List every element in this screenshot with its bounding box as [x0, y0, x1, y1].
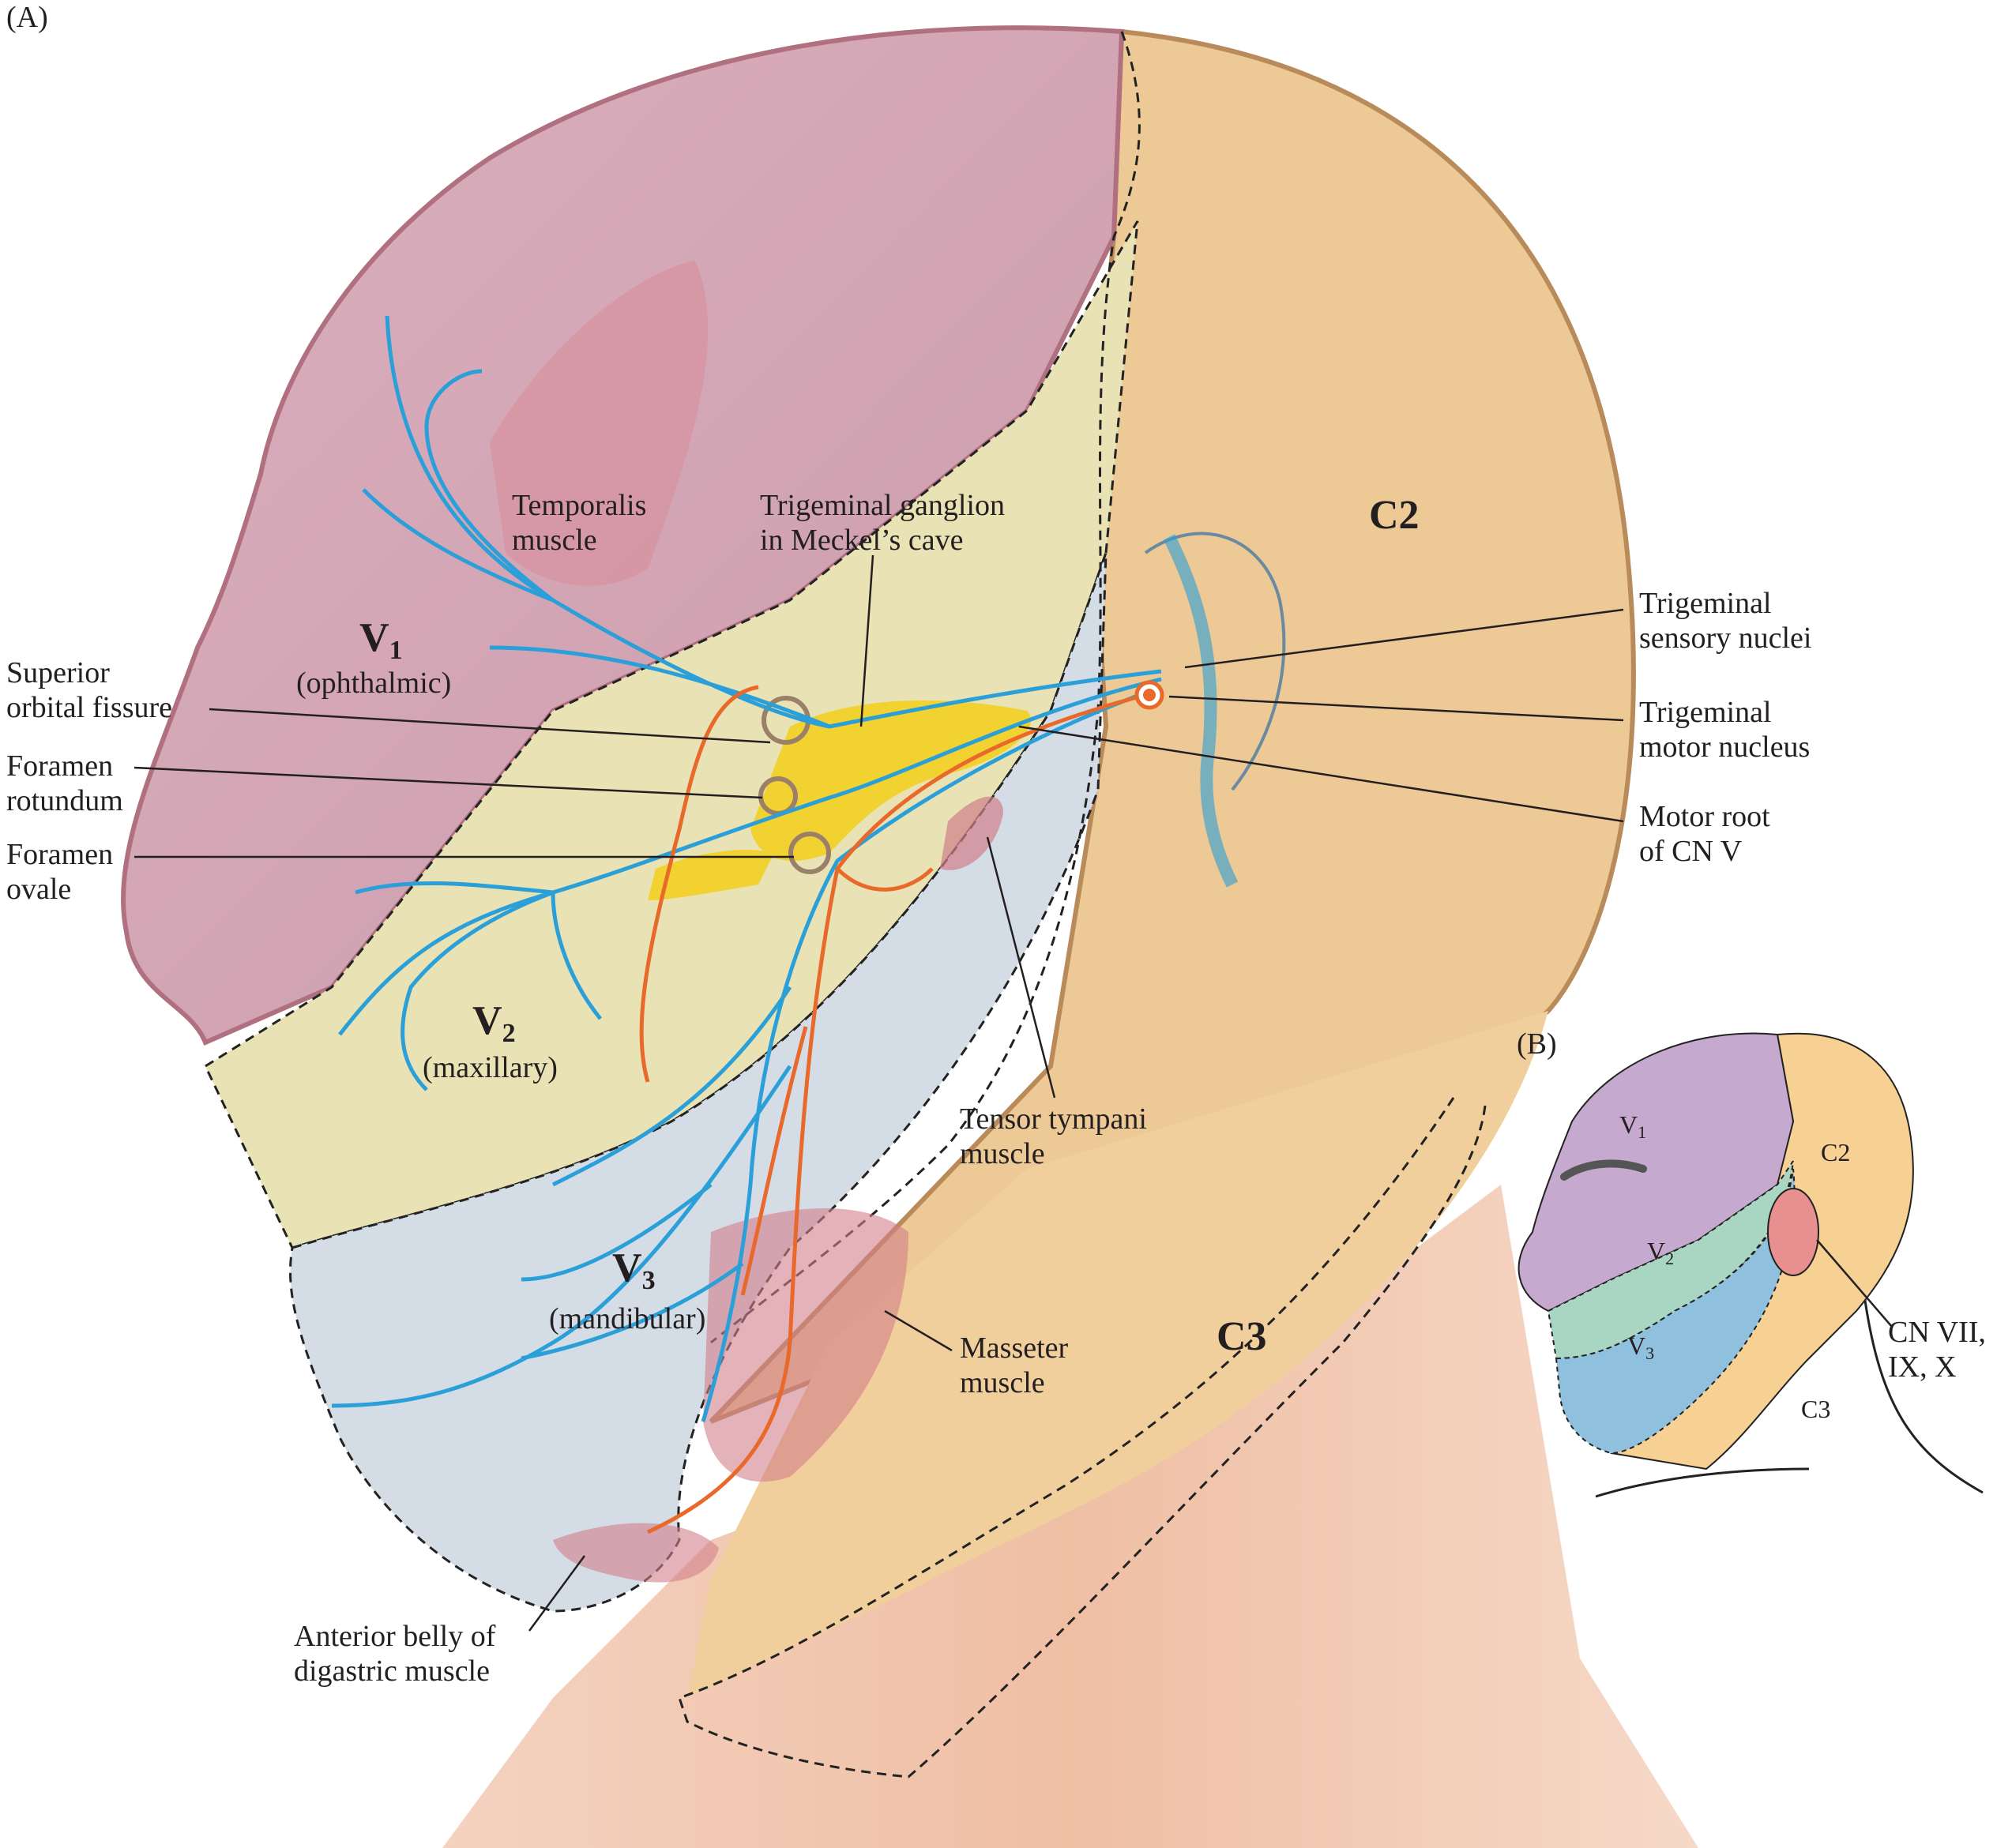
ear-structures — [1144, 531, 1286, 791]
tensor-tympani-label-line2: muscle — [960, 1137, 1045, 1170]
leader-lines — [134, 554, 1624, 1632]
motor-nucleus-label-line2: motor nucleus — [1639, 731, 1811, 764]
panel-b-c2-label: C2 — [1821, 1138, 1851, 1166]
digastric-label-line2: digastric muscle — [294, 1655, 490, 1688]
panel-b-v3-letter: V — [1627, 1332, 1646, 1360]
v2-region-label: V2 — [472, 999, 516, 1056]
foramen-ovale-label-line2: ovale — [6, 873, 72, 906]
v1-subscript: 1 — [389, 636, 403, 665]
motor-root-label-line1: Motor root — [1639, 800, 1770, 833]
motor-nucleus-label-line1: Trigeminal — [1639, 696, 1772, 729]
v3-subscript: 3 — [641, 1266, 656, 1295]
v1-name-label: (ophthalmic) — [296, 667, 452, 700]
v3-region-label: V3 — [612, 1246, 656, 1303]
panel-b-cn-leader — [1816, 1239, 1893, 1328]
panel-b-v2-sub: 2 — [1665, 1249, 1675, 1268]
panel-b-head — [1517, 1032, 1984, 1498]
panel-b-v3-label: V3 — [1627, 1331, 1654, 1369]
motor-nucleus-dot — [1143, 689, 1156, 701]
sensory-nuclei-stripe — [1163, 534, 1239, 888]
digastric-label: Anterior belly of digastric muscle — [294, 1619, 495, 1688]
panel-b-neck-line — [1595, 1467, 1810, 1498]
foramen-rotundum-label-line2: rotundum — [6, 784, 123, 817]
sensory-nuclei-label-line1: Trigeminal — [1639, 587, 1772, 620]
motor-root-label: Motor root of CN V — [1639, 799, 1770, 869]
yellow-v3-branch — [648, 850, 774, 900]
panel-a-label: (A) — [6, 1, 48, 34]
panel-b-cn-label: CN VII, IX, X — [1888, 1315, 1986, 1384]
temporalis-label: Temporalis muscle — [512, 488, 646, 558]
neck-skin — [442, 1185, 1698, 1848]
panel-b-cn-label-line2: IX, X — [1888, 1350, 1957, 1384]
sensory-nuclei-label: Trigeminal sensory nuclei — [1639, 586, 1811, 655]
v1-region-label: V1 — [359, 616, 403, 673]
sensory-nuclei-label-line2: sensory nuclei — [1639, 622, 1812, 655]
panel-b-v2-zone — [1547, 1160, 1794, 1360]
trigeminal-ganglion — [750, 700, 1032, 861]
foramen-ovale-label: Foramen ovale — [6, 837, 113, 907]
panel-b-v2-letter: V — [1647, 1237, 1666, 1265]
c3-region-label: C3 — [1217, 1314, 1267, 1359]
temporalis-muscle — [490, 261, 709, 586]
foramen-rotundum-label: Foramen rotundum — [6, 749, 123, 818]
tensor-tympani-muscle — [940, 796, 1003, 870]
v3-letter: V — [612, 1245, 642, 1290]
superior-orbital-fissure-label: Superior orbital fissure — [6, 655, 172, 725]
v2-name-label: (maxillary) — [423, 1051, 558, 1084]
v2-zone — [204, 220, 1139, 1249]
sensory-nerve-branches — [331, 315, 1162, 1422]
c3-boundary — [678, 1097, 1487, 1779]
panel-b-v3-sub: 3 — [1645, 1343, 1655, 1363]
panel-b-v2-label: V2 — [1647, 1236, 1674, 1274]
masseter-label: Masseter muscle — [960, 1331, 1068, 1400]
v3-name-label: (mandibular) — [549, 1302, 706, 1335]
panel-b-v3-zone — [1555, 1168, 1796, 1455]
superior-orbital-label-line2: orbital fissure — [6, 691, 173, 724]
ganglion-label-line1: Trigeminal ganglion — [760, 489, 1005, 522]
ganglion-label-line2: in Meckel’s cave — [760, 524, 964, 557]
tensor-tympani-label: Tensor tympani muscle — [960, 1102, 1147, 1171]
temporalis-label-line2: muscle — [512, 524, 597, 557]
masseter-muscle — [703, 1208, 908, 1482]
panel-b-ear — [1767, 1188, 1819, 1276]
panel-b-eyebrow — [1560, 1159, 1647, 1181]
c2-boundary — [710, 31, 1141, 1344]
panel-b-back-neck-line — [1863, 1294, 1984, 1494]
panel-b-v1-label: V1 — [1619, 1110, 1646, 1147]
panel-b-c3-label: C3 — [1801, 1395, 1831, 1423]
temporalis-label-line1: Temporalis — [512, 489, 647, 522]
masseter-label-line1: Masseter — [960, 1332, 1069, 1365]
digastric-label-line1: Anterior belly of — [294, 1620, 496, 1653]
tensor-tympani-label-line1: Tensor tympani — [960, 1102, 1147, 1136]
panel-b-v1-sub: 1 — [1638, 1122, 1647, 1142]
panel-b-v1-zone — [1517, 1032, 1795, 1313]
digastric-muscle — [553, 1523, 719, 1583]
foramen-ovale-ring — [788, 832, 831, 874]
c3-zone — [687, 1011, 1548, 1698]
foramen-rotundum-label-line1: Foramen — [6, 749, 114, 783]
v2-subscript: 2 — [502, 1019, 516, 1048]
superior-orbital-label-line1: Superior — [6, 656, 110, 689]
panel-b-cn-label-line1: CN VII, — [1888, 1316, 1986, 1349]
ganglion-label: Trigeminal ganglion in Meckel’s cave — [760, 488, 1005, 558]
motor-nucleus-label: Trigeminal motor nucleus — [1639, 695, 1810, 764]
panel-b-v1-letter: V — [1619, 1110, 1638, 1139]
foramen-ovale-label-line1: Foramen — [6, 838, 114, 871]
c2-region-label: C2 — [1369, 493, 1420, 538]
v1-letter: V — [359, 615, 389, 660]
motor-root-label-line2: of CN V — [1639, 835, 1743, 868]
motor-nerve-branches — [639, 685, 1146, 1534]
masseter-label-line2: muscle — [960, 1366, 1045, 1399]
v2-letter: V — [472, 998, 502, 1043]
panel-b-label: (B) — [1517, 1027, 1557, 1061]
